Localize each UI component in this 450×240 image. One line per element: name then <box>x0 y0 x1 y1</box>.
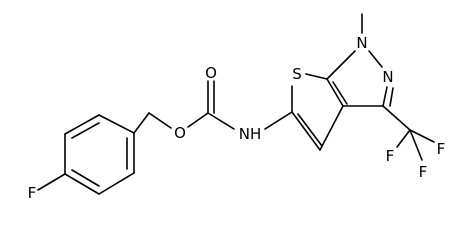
bond <box>326 78 344 107</box>
bond <box>382 86 388 107</box>
bond <box>319 105 344 151</box>
bond <box>64 114 100 135</box>
nh-label: NH <box>239 125 262 143</box>
nitrogen-label-n2: N <box>382 68 393 86</box>
bond <box>368 50 383 68</box>
oxygen-label-ester: O <box>174 124 186 142</box>
fluorine-label-aryl: F <box>28 184 37 201</box>
fluorine-label-1: F <box>437 140 446 158</box>
bond <box>98 172 135 195</box>
trifluoromethyl-group <box>382 105 435 161</box>
thienopyrazole-core <box>291 13 394 151</box>
bond <box>71 169 100 187</box>
bond <box>133 112 150 134</box>
bond <box>37 173 66 191</box>
oxygen-label-carbonyl: O <box>205 64 217 82</box>
bond <box>332 81 348 105</box>
bond <box>297 113 323 147</box>
carbamate-linker <box>133 80 293 134</box>
structure-canvas: F O O NH S N N F F F <box>28 13 446 201</box>
fluorine-label-2: F <box>386 147 395 165</box>
bond <box>187 112 209 128</box>
bond <box>291 111 321 151</box>
chemical-structure-diagram: F O O NH S N N F F F <box>28 13 446 201</box>
bond <box>98 114 135 134</box>
bond <box>148 112 172 129</box>
bond <box>382 105 411 131</box>
bond <box>409 129 423 161</box>
fluorophenyl-ring <box>37 114 135 195</box>
bond <box>207 112 235 130</box>
bond <box>326 50 356 80</box>
bond <box>71 122 100 139</box>
bond <box>64 173 100 195</box>
bond <box>396 129 411 148</box>
bond <box>305 73 328 80</box>
fluorine-label-3: F <box>419 163 428 181</box>
nitrogen-label-n1: N <box>356 34 367 52</box>
bond <box>389 87 394 107</box>
bond <box>409 129 435 143</box>
sulfur-label: S <box>292 65 302 83</box>
bond <box>264 111 293 130</box>
